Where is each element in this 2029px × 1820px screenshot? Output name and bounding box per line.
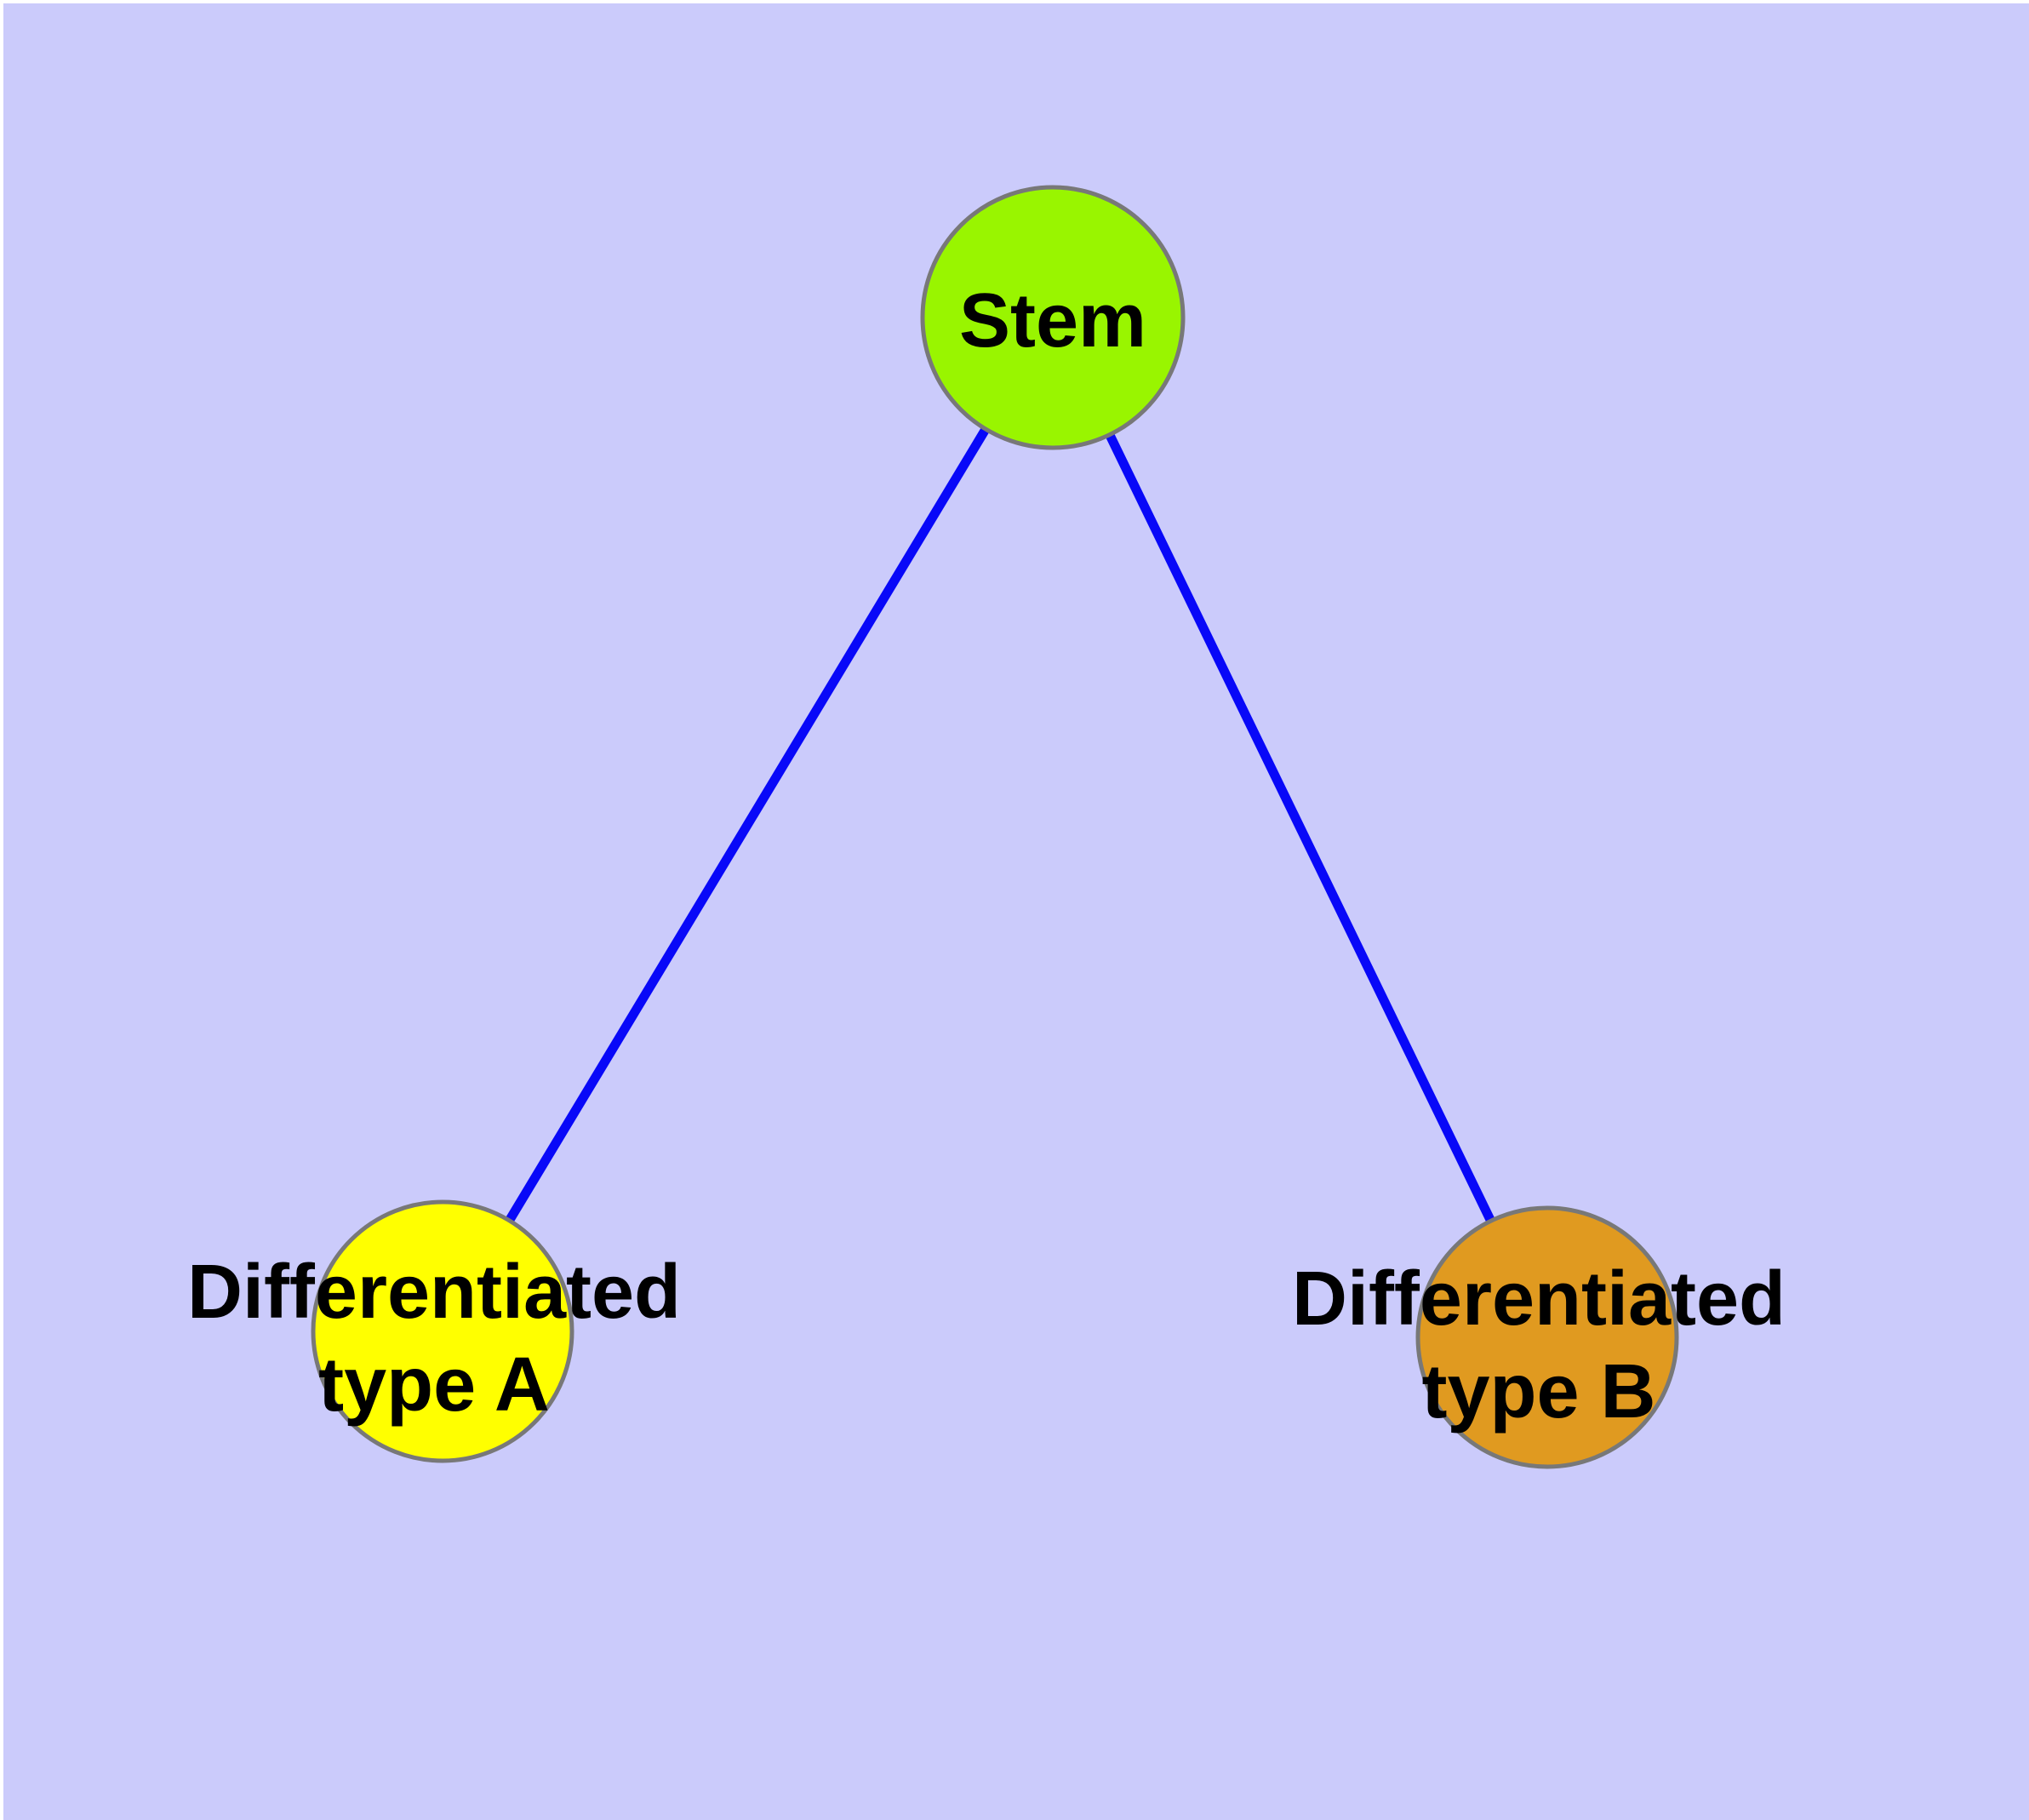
node-type-b-label-line2: type B — [1421, 1349, 1655, 1434]
node-type-a-circle — [311, 1199, 574, 1463]
node-stem-circle — [920, 185, 1186, 450]
node-type-a-label-line1: Differentiated — [187, 1250, 681, 1335]
edge-stem-to-type-b — [1049, 315, 1552, 1340]
node-type-b-label-line1: Differentiated — [1292, 1256, 1786, 1342]
edge-stem-to-type-a — [438, 315, 1057, 1334]
node-type-b-circle — [1415, 1205, 1679, 1469]
node-stem-label: Stem — [959, 278, 1146, 363]
node-type-a-label-line2: type A — [318, 1342, 550, 1428]
